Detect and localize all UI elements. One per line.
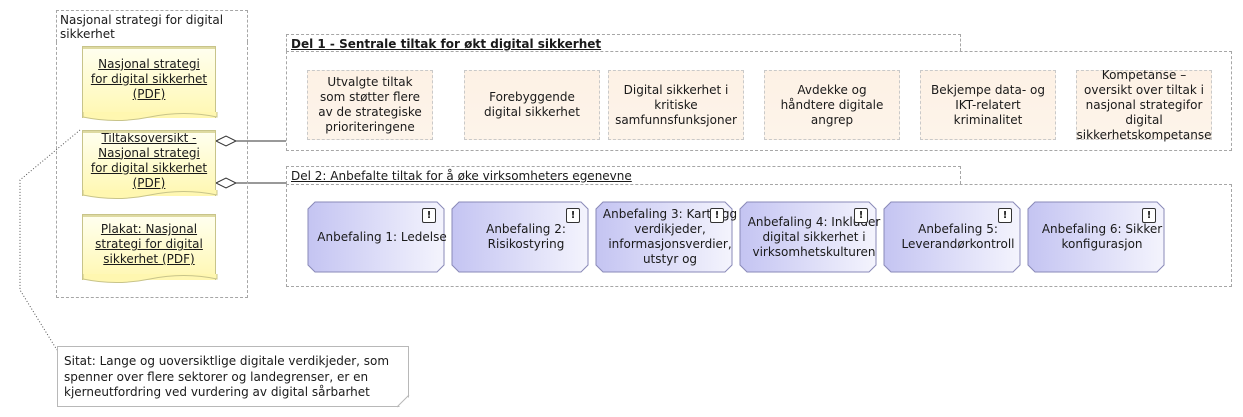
recommendation-value-chains[interactable]: Anbefaling 3: Kartlegg verdikjeder, info… (596, 202, 744, 272)
document-action-overview-pdf[interactable]: Tiltaksoversikt - Nasjonal strategi for … (82, 130, 218, 199)
strategy-group-title: Nasjonal strategi for digital sikkerhet (60, 13, 224, 41)
requirement-icon: ! (710, 208, 724, 223)
requirement-icon: ! (854, 208, 868, 223)
recommendation-supplier-control[interactable]: Anbefaling 5: Leverandørkontroll (884, 202, 1032, 272)
quote-note: Sitat: Lange og uoversiktlige digitale v… (57, 346, 409, 407)
part1-title[interactable]: Del 1 - Sentrale tiltak for økt digital … (291, 37, 602, 51)
recommendation-shape (883, 201, 1021, 273)
action-label: Avdekke og håndtere digitale angrep (780, 82, 884, 127)
document-label[interactable]: Tiltaksoversikt - Nasjonal strategi for … (90, 130, 208, 190)
document-poster-pdf[interactable]: Plakat: Nasjonal strategi for digital si… (82, 214, 218, 283)
note-connector (19, 129, 81, 351)
document-strategy-pdf[interactable]: Nasjonal strategi for digital sikkerhet … (82, 46, 218, 121)
part1-group (286, 51, 1232, 151)
action-preventive-security[interactable]: Forebyggende digital sikkerhet (464, 70, 600, 140)
part2-group (286, 184, 1232, 287)
recommendation-leadership[interactable]: Anbefaling 1: Ledelse (308, 202, 456, 272)
action-critical-functions[interactable]: Digital sikkerhet i kritiske samfunnsfun… (608, 70, 744, 140)
recommendation-security-culture[interactable]: Anbefaling 4: Inkluder digital sikkerhet… (740, 202, 888, 272)
recommendation-secure-configuration[interactable]: Anbefaling 6: Sikker konfigurasjon (1028, 202, 1176, 272)
action-label: Digital sikkerhet i kritiske samfunnsfun… (615, 82, 737, 127)
action-fight-cybercrime[interactable]: Bekjempe data- og IKT-relatert kriminali… (920, 70, 1056, 140)
document-label[interactable]: Nasjonal strategi for digital sikkerhet … (90, 57, 208, 101)
document-label[interactable]: Plakat: Nasjonal strategi for digital si… (95, 222, 203, 266)
recommendation-shape (451, 201, 589, 273)
action-competence[interactable]: Kompetanse – oversikt over tiltak i nasj… (1076, 67, 1212, 142)
action-label: Kompetanse – oversikt over tiltak i nasj… (1076, 67, 1212, 142)
strategy-group (56, 42, 248, 298)
requirement-icon: ! (566, 208, 580, 223)
recommendation-risk-management[interactable]: Anbefaling 2: Risikostyring (452, 202, 600, 272)
strategy-group-tab (56, 10, 248, 42)
recommendation-label: Anbefaling 6: Sikker konfigurasjon (1041, 222, 1163, 251)
requirement-icon: ! (998, 208, 1012, 223)
action-label: Bekjempe data- og IKT-relatert kriminali… (931, 82, 1045, 127)
note-corner (397, 395, 410, 408)
part2-tab (286, 166, 961, 184)
recommendation-shape (1027, 201, 1165, 273)
recommendation-label: Anbefaling 2: Risikostyring (486, 222, 566, 251)
recommendation-shape (307, 201, 445, 273)
note-text: Sitat: Lange og uoversiktlige digitale v… (64, 354, 390, 399)
recommendation-label: Anbefaling 1: Ledelse (317, 229, 447, 244)
action-selected-measures[interactable]: Utvalgte tiltak som støtter flere av de … (307, 70, 433, 140)
aggregation-diamond-part1 (214, 135, 238, 147)
action-label: Utvalgte tiltak som støtter flere av de … (318, 75, 422, 134)
part2-title[interactable]: Del 2: Anbefalte tiltak for å øke virkso… (291, 169, 632, 183)
action-label: Forebyggende digital sikkerhet (484, 90, 580, 119)
recommendation-label: Anbefaling 4: Inkluder digital sikkerhet… (747, 214, 881, 259)
recommendation-label: Anbefaling 3: Kartlegg verdikjeder, info… (602, 207, 738, 266)
part1-tab (286, 34, 961, 51)
action-detect-attacks[interactable]: Avdekke og håndtere digitale angrep (764, 70, 900, 140)
requirement-icon: ! (1142, 208, 1156, 223)
recommendation-label: Anbefaling 5: Leverandørkontroll (901, 222, 1015, 251)
aggregation-diamond-part2 (214, 177, 238, 189)
requirement-icon: ! (422, 208, 436, 223)
recommendation-shape (739, 201, 877, 273)
recommendation-shape (595, 201, 733, 273)
